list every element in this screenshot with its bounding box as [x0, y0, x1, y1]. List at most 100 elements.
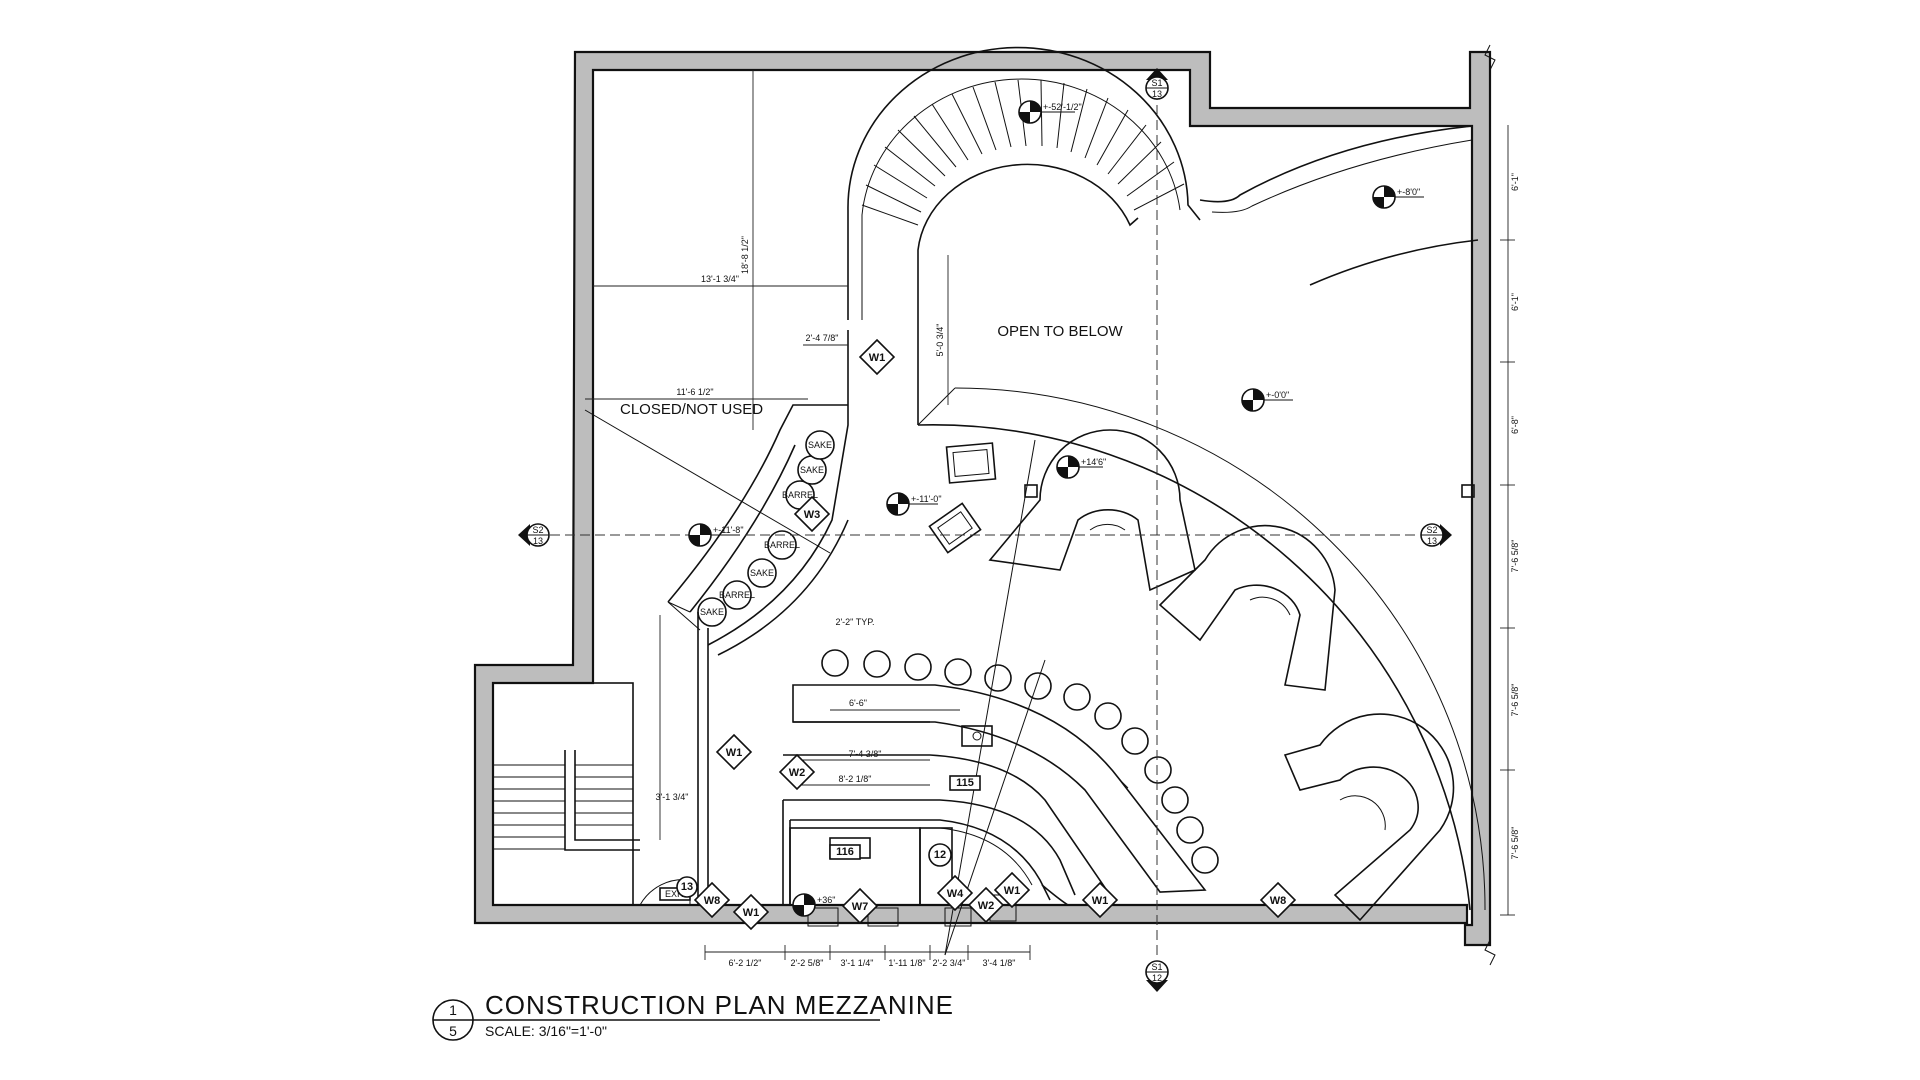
- bar-stool: [1191, 846, 1219, 874]
- bar-stool: [1121, 727, 1149, 755]
- dim-text: 2'-4 7/8": [806, 333, 839, 343]
- wall-tag-w4: W4: [936, 874, 974, 912]
- dim-text: 2'-2 3/4": [933, 958, 966, 968]
- stair-treads-curved: [861, 79, 1185, 226]
- bar-stool: [1144, 756, 1172, 784]
- section-marker-s2-left: S2 13: [518, 523, 550, 547]
- dim-text: 6'-6": [849, 698, 867, 708]
- bar-stool: [1176, 816, 1204, 844]
- svg-text:S1: S1: [1151, 962, 1162, 972]
- wall-tag-w2: W2: [778, 753, 816, 791]
- wall-tag-w7: W7: [841, 887, 879, 925]
- barrel-label: BARREL: [782, 490, 818, 500]
- svg-text:+-11'-8": +-11'-8": [713, 525, 744, 535]
- stair-treads: [493, 764, 633, 850]
- barrel-label: SAKE: [750, 568, 774, 578]
- svg-text:W8: W8: [704, 895, 721, 907]
- svg-text:W1: W1: [1092, 895, 1109, 907]
- svg-text:W1: W1: [743, 907, 760, 919]
- open-to-below-label: OPEN TO BELOW: [997, 323, 1123, 340]
- svg-text:+36": +36": [817, 895, 835, 905]
- elevation-marker: +-11'-8": [688, 523, 744, 547]
- dim-text: 1'-11 1/8": [888, 958, 925, 968]
- sake-barrel-display: SAKE BARREL SAKE BARREL BARREL SAKE SAKE: [667, 330, 849, 656]
- section-lines: [535, 90, 1420, 956]
- dim-text: 13'-1 3/4": [701, 274, 739, 284]
- dim-text: 7'-6 5/8": [1510, 540, 1520, 573]
- dim-text: 6'-1": [1510, 293, 1520, 311]
- sake-barrels: SAKE BARREL SAKE BARREL BARREL SAKE SAKE: [697, 430, 835, 627]
- wall-break-lines: [1484, 44, 1496, 966]
- svg-text:S2: S2: [532, 525, 543, 535]
- svg-text:+-11'-0": +-11'-0": [911, 494, 942, 504]
- elevation-marker: +14'6": [1056, 455, 1106, 479]
- svg-text:W8: W8: [1270, 895, 1287, 907]
- elevation-markers: +-52'-1/2" +-8'0" +-0'0" +-11'-0" +-11'-…: [688, 100, 1424, 917]
- svg-text:13: 13: [681, 881, 693, 893]
- wall-tag-w8: W8: [693, 881, 731, 919]
- section-marker-s2-right: S2 13: [1420, 523, 1452, 547]
- elevation-marker: +-8'0": [1372, 185, 1424, 209]
- dim-text: 6'-2 1/2": [729, 958, 762, 968]
- svg-text:W2: W2: [789, 767, 806, 779]
- dim-text: 3'-1 3/4": [656, 792, 689, 802]
- exterior-walls: [473, 50, 1492, 947]
- section-markers: S1 13 S1 12 S2 13 S2 13: [518, 68, 1452, 992]
- dimension-text: 13'-1 3/4" 11'-6 1/2" 2'-4 7/8" 18'-8 1/…: [656, 173, 1520, 968]
- svg-text:+-8'0": +-8'0": [1397, 187, 1420, 197]
- barrel-label: SAKE: [808, 440, 832, 450]
- curved-bar: [783, 684, 1207, 901]
- bar-stool: [984, 664, 1012, 692]
- svg-text:12: 12: [934, 849, 946, 861]
- section-marker-s1-bottom: S1 12: [1145, 960, 1169, 992]
- bar-stool: [821, 649, 849, 677]
- bar-stool: [1063, 683, 1091, 711]
- drawing-scale: SCALE: 3/16"=1'-0": [485, 1023, 607, 1039]
- elevation-marker: +-0'0": [1241, 388, 1293, 412]
- detail-number: 1: [449, 1002, 457, 1018]
- svg-text:13: 13: [1427, 536, 1437, 546]
- barrel-label: SAKE: [800, 465, 824, 475]
- wall-tag-w2: W2: [967, 886, 1005, 924]
- dim-text: 7'-6 5/8": [1510, 827, 1520, 860]
- svg-text:W1: W1: [869, 352, 886, 364]
- svg-text:+-0'0": +-0'0": [1266, 390, 1289, 400]
- svg-text:+-52'-1/2": +-52'-1/2": [1043, 102, 1082, 112]
- dim-text: 6'-1": [1510, 173, 1520, 191]
- barrel-label: BARREL: [764, 540, 800, 550]
- svg-text:W1: W1: [1004, 885, 1021, 897]
- wall-tags: W1 W1 W1 W1 W1 W2 W2 W3 W4 W7 W8: [693, 338, 1297, 931]
- room-tag-116: 116: [829, 844, 861, 860]
- wall-tag-w1: W1: [732, 893, 770, 931]
- room-tag-12: 12: [928, 843, 952, 867]
- wall-tag-w1: W1: [993, 871, 1031, 909]
- dim-text: 2'-2 5/8": [791, 958, 824, 968]
- bar-stool: [944, 658, 972, 686]
- wall-tag-w8: W8: [1259, 881, 1297, 919]
- bar-stool: [863, 650, 891, 678]
- barrel-label: BARREL: [719, 590, 755, 600]
- booths: [988, 429, 1455, 922]
- balcony-arc: [917, 387, 1486, 911]
- elevation-marker: +-11'-0": [886, 492, 942, 516]
- drawing-title: CONSTRUCTION PLAN MEZZANINE: [485, 990, 954, 1020]
- closed-not-used-label: CLOSED/NOT USED: [620, 401, 763, 418]
- section-marker-s1-top: S1 13: [1145, 68, 1169, 100]
- wall-tag-w3: W3: [793, 495, 831, 533]
- stair-lower-left: [492, 682, 640, 906]
- lounge-chairs: [928, 442, 1475, 554]
- svg-text:W2: W2: [978, 900, 995, 912]
- room-tag-13: 13: [676, 876, 698, 898]
- dim-ticks: [704, 239, 1515, 960]
- dim-text: 18'-8 1/2": [740, 236, 750, 274]
- elevation-marker: +36": [792, 893, 835, 917]
- svg-text:+14'6": +14'6": [1081, 457, 1106, 467]
- elevation-marker: +-52'-1/2": [1018, 100, 1082, 124]
- svg-text:12: 12: [1152, 973, 1162, 983]
- wall-tag-w1: W1: [858, 338, 896, 376]
- svg-text:W7: W7: [852, 901, 869, 913]
- dimension-lines: [585, 70, 1515, 960]
- dim-text: 11'-6 1/2": [676, 387, 713, 397]
- dim-text: 8'-2 1/8": [839, 774, 872, 784]
